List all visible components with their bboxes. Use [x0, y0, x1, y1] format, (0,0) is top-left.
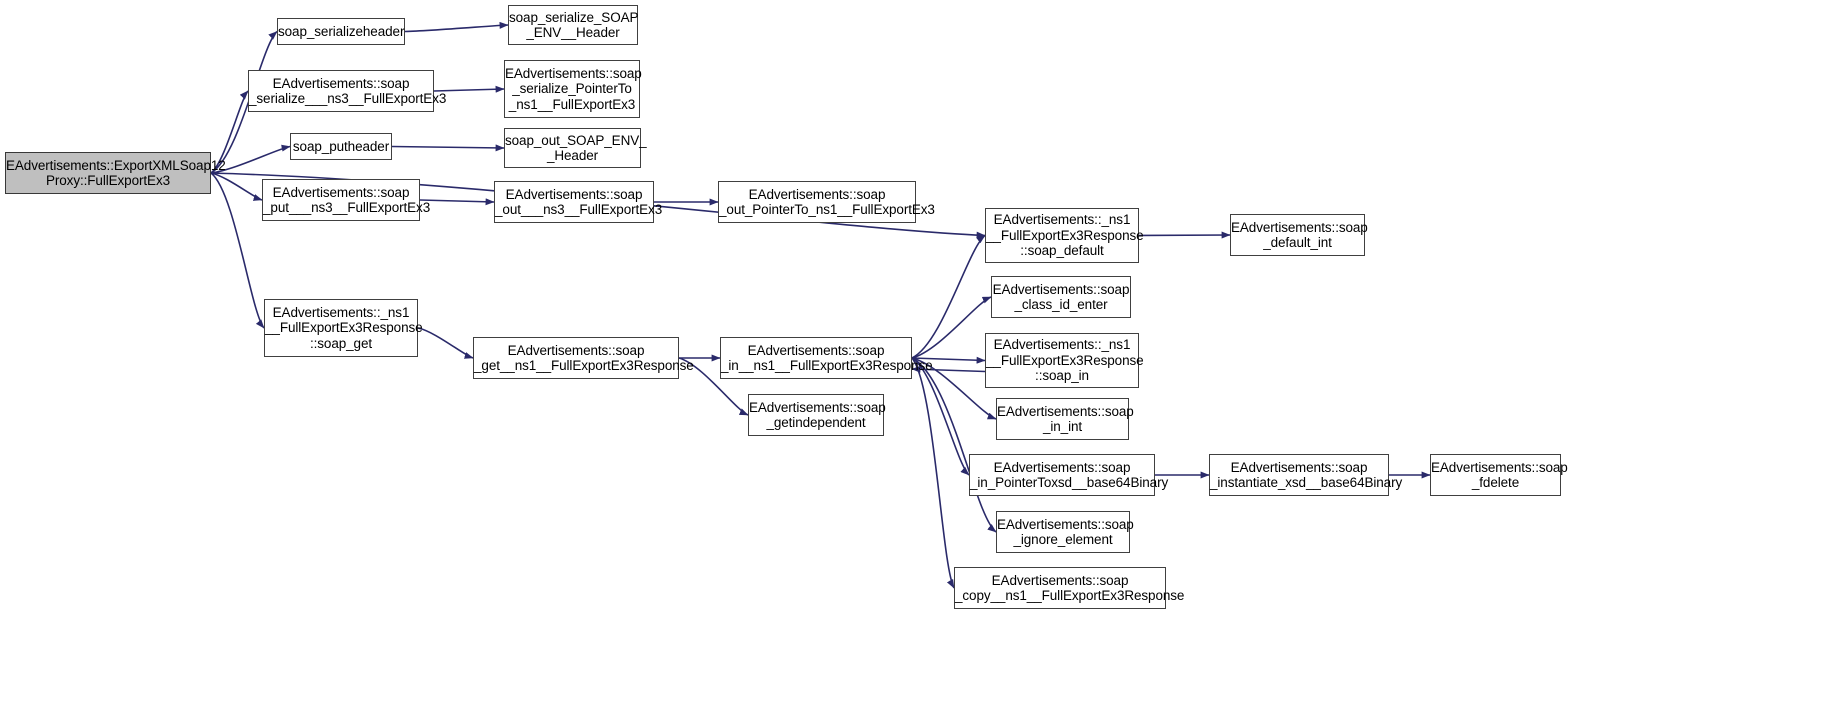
graph-node-soap_get_ns1[interactable]: EAdvertisements::soap _get__ns1__FullExp… — [473, 337, 694, 379]
graph-edge-root-to-resp_soap_get — [210, 172, 265, 329]
graph-node-soap_in_int[interactable]: EAdvertisements::soap _in_int — [996, 398, 1134, 440]
graph-node-soap_default[interactable]: EAdvertisements::_ns1 __FullExportEx3Res… — [985, 208, 1144, 263]
graph-node-label: EAdvertisements::soap _get__ns1__FullExp… — [474, 342, 694, 374]
graph-node-instantiate_xsd[interactable]: EAdvertisements::soap _instantiate_xsd__… — [1209, 454, 1403, 496]
graph-node-out_PointerTo[interactable]: EAdvertisements::soap _out_PointerTo_ns1… — [718, 181, 935, 223]
graph-node-label: EAdvertisements::_ns1 __FullExportEx3Res… — [986, 212, 1144, 259]
graph-node-label: EAdvertisements::soap _out___ns3__FullEx… — [495, 186, 663, 218]
graph-node-default_int[interactable]: EAdvertisements::soap _default_int — [1230, 214, 1368, 256]
graph-edge-soap_in_ns1-to-class_id_enter — [911, 296, 992, 359]
graph-node-label: EAdvertisements::soap _serialize_Pointer… — [505, 65, 642, 112]
graph-node-class_id_enter[interactable]: EAdvertisements::soap _class_id_enter — [991, 276, 1131, 318]
graph-edge-soap_in_ns1-to-soap_default — [911, 234, 986, 359]
graph-node-label: EAdvertisements::soap _fdelete — [1431, 459, 1568, 491]
graph-node-ignore_element[interactable]: EAdvertisements::soap _ignore_element — [996, 511, 1134, 553]
graph-node-label: EAdvertisements::soap _ignore_element — [997, 516, 1134, 548]
graph-node-serialize_ns3[interactable]: EAdvertisements::soap _serialize___ns3__… — [248, 70, 447, 112]
graph-edge-putheader-to-out_SOAP_ENV — [391, 144, 505, 152]
graph-node-label: EAdvertisements::soap _copy__ns1__FullEx… — [955, 572, 1185, 604]
graph-node-out_SOAP_ENV[interactable]: soap_out_SOAP_ENV_ _Header — [504, 128, 647, 168]
graph-edge-root-to-put_ns3 — [210, 172, 263, 201]
graph-edge-soap_in_ns1-to-in_PointerToxsd — [911, 357, 970, 476]
graph-edge-serializeheader-to-serialize_SOAP_ENV — [404, 21, 509, 33]
graph-node-label: EAdvertisements::_ns1 __FullExportEx3Res… — [986, 337, 1144, 384]
graph-node-label: EAdvertisements::soap _in__ns1__FullExpo… — [721, 342, 933, 374]
graph-node-put_ns3[interactable]: EAdvertisements::soap _put___ns3__FullEx… — [262, 179, 431, 221]
graph-node-label: soap_serializeheader — [278, 23, 405, 39]
graph-node-getindependent[interactable]: EAdvertisements::soap _getindependent — [748, 394, 886, 436]
graph-edge-soap_default-to-default_int — [1138, 231, 1231, 239]
graph-node-label: soap_serialize_SOAP _ENV__Header — [509, 9, 639, 41]
graph-node-resp_soap_in[interactable]: EAdvertisements::_ns1 __FullExportEx3Res… — [985, 333, 1144, 388]
graph-node-root[interactable]: EAdvertisements::ExportXMLSoap12 Proxy::… — [5, 152, 226, 194]
graph-node-label: EAdvertisements::_ns1 __FullExportEx3Res… — [265, 304, 423, 351]
graph-node-soap_in_ns1[interactable]: EAdvertisements::soap _in__ns1__FullExpo… — [720, 337, 933, 379]
graph-node-serialize_PointerTo[interactable]: EAdvertisements::soap _serialize_Pointer… — [504, 60, 642, 118]
graph-node-label: EAdvertisements::soap _out_PointerTo_ns1… — [719, 186, 935, 218]
graph-node-label: EAdvertisements::soap _put___ns3__FullEx… — [263, 184, 431, 216]
graph-node-putheader[interactable]: soap_putheader — [290, 133, 392, 160]
graph-edge-soap_in_ns1-to-copy_ns1 — [911, 357, 955, 589]
graph-node-serializeheader[interactable]: soap_serializeheader — [277, 18, 405, 45]
graph-node-copy_ns1[interactable]: EAdvertisements::soap _copy__ns1__FullEx… — [954, 567, 1185, 609]
graph-node-label: EAdvertisements::soap _in_int — [997, 403, 1134, 435]
graph-node-fdelete[interactable]: EAdvertisements::soap _fdelete — [1430, 454, 1568, 496]
graph-node-label: EAdvertisements::soap _class_id_enter — [992, 281, 1130, 313]
graph-edge-put_ns3-to-out_ns3 — [419, 198, 495, 206]
graph-node-label: EAdvertisements::soap _getindependent — [749, 399, 886, 431]
graph-node-label: EAdvertisements::soap _serialize___ns3__… — [249, 75, 447, 107]
graph-node-label: EAdvertisements::ExportXMLSoap12 Proxy::… — [6, 157, 226, 189]
graph-edge-resp_soap_get-to-soap_get_ns1 — [417, 327, 474, 359]
graph-node-serialize_SOAP_ENV[interactable]: soap_serialize_SOAP _ENV__Header — [508, 5, 639, 45]
graph-edge-soap_in_ns1-to-ignore_element — [911, 357, 997, 533]
graph-node-label: soap_out_SOAP_ENV_ _Header — [505, 132, 647, 164]
graph-node-label: EAdvertisements::soap _default_int — [1231, 219, 1368, 251]
graph-node-label: EAdvertisements::soap _in_PointerToxsd__… — [970, 459, 1169, 491]
graph-node-in_PointerToxsd[interactable]: EAdvertisements::soap _in_PointerToxsd__… — [969, 454, 1169, 496]
graph-node-out_ns3[interactable]: EAdvertisements::soap _out___ns3__FullEx… — [494, 181, 663, 223]
graph-node-label: EAdvertisements::soap _instantiate_xsd__… — [1210, 459, 1403, 491]
graph-node-label: soap_putheader — [292, 138, 390, 154]
graph-node-resp_soap_get[interactable]: EAdvertisements::_ns1 __FullExportEx3Res… — [264, 299, 423, 357]
